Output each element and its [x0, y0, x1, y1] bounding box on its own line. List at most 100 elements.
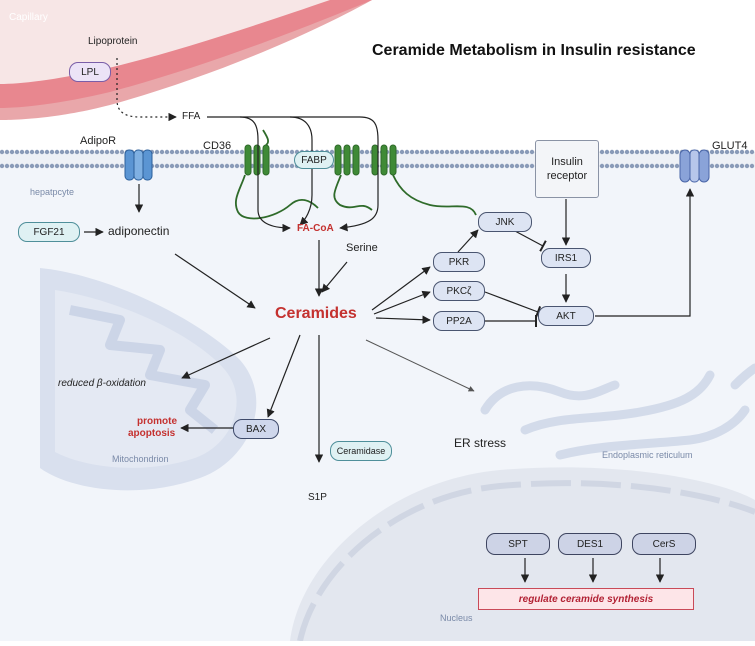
membrane-lipid-head [464, 149, 470, 155]
membrane-lipid-head [239, 163, 245, 169]
bax-node: BAX [233, 419, 279, 439]
membrane-lipid-head [529, 163, 535, 169]
membrane-lipid-head [639, 149, 645, 155]
membrane-lipid-head [439, 163, 445, 169]
membrane-lipid-head [519, 163, 525, 169]
membrane-lipid-head [524, 149, 530, 155]
membrane-lipid-head [29, 163, 35, 169]
membrane-lipid-head [179, 149, 185, 155]
lipoprotein-label: Lipoprotein [88, 36, 138, 47]
membrane-lipid-head [234, 163, 240, 169]
membrane-lipid-head [459, 149, 465, 155]
glut4-transporter-icon [679, 149, 710, 183]
membrane-lipid-head [489, 149, 495, 155]
pp2a-node: PP2A [433, 311, 485, 331]
membrane-lipid-head [659, 163, 665, 169]
membrane-lipid-head [654, 163, 660, 169]
membrane-lipid-head [29, 149, 35, 155]
membrane-lipid-head [499, 149, 505, 155]
ffa-label: FFA [182, 111, 201, 122]
membrane-lipid-head [4, 163, 10, 169]
membrane-lipid-head [274, 149, 280, 155]
membrane-lipid-head [359, 149, 365, 155]
membrane-lipid-head [184, 149, 190, 155]
er-stress-label: ER stress [454, 436, 507, 450]
membrane-lipid-head [364, 149, 370, 155]
membrane-lipid-head [429, 163, 435, 169]
membrane-lipid-head [649, 149, 655, 155]
membrane-lipid-head [364, 163, 370, 169]
membrane-lipid-head [454, 149, 460, 155]
membrane-lipid-head [444, 163, 450, 169]
membrane-lipid-head [114, 149, 120, 155]
membrane-lipid-head [159, 163, 165, 169]
membrane-lipid-head [89, 163, 95, 169]
cers-node: CerS [632, 533, 696, 555]
membrane-lipid-head [599, 163, 605, 169]
fgf21-node: FGF21 [18, 222, 80, 242]
membrane-lipid-head [614, 163, 620, 169]
membrane-lipid-head [619, 163, 625, 169]
membrane-lipid-head [19, 163, 25, 169]
membrane-lipid-head [49, 149, 55, 155]
membrane-lipid-head [109, 163, 115, 169]
membrane-lipid-head [274, 163, 280, 169]
membrane-lipid-head [39, 149, 45, 155]
membrane-lipid-head [424, 149, 430, 155]
membrane-lipid-head [189, 149, 195, 155]
membrane-lipid-head [714, 163, 720, 169]
akt-node: AKT [538, 306, 594, 326]
membrane-lipid-head [89, 149, 95, 155]
membrane-lipid-head [204, 149, 210, 155]
membrane-lipid-head [59, 163, 65, 169]
membrane-lipid-head [224, 149, 230, 155]
membrane-lipid-head [154, 149, 160, 155]
membrane-lipid-head [34, 149, 40, 155]
membrane-lipid-head [619, 149, 625, 155]
insulin-receptor-node: Insulin receptor [535, 140, 599, 198]
membrane-lipid-head [54, 149, 60, 155]
membrane-lipid-head [399, 163, 405, 169]
membrane-lipid-head [74, 149, 80, 155]
membrane-lipid-head [289, 149, 295, 155]
serine-label: Serine [346, 242, 378, 254]
membrane-lipid-head [189, 163, 195, 169]
membrane-lipid-head [209, 163, 215, 169]
membrane-lipid-head [604, 163, 610, 169]
membrane-lipid-head [494, 149, 500, 155]
hepatocyte-label: hepatpcyte [30, 187, 75, 197]
membrane-lipid-head [514, 149, 520, 155]
membrane-lipid-head [464, 163, 470, 169]
membrane-lipid-head [709, 149, 715, 155]
membrane-lipid-head [454, 163, 460, 169]
membrane-lipid-head [104, 149, 110, 155]
membrane-lipid-head [739, 149, 745, 155]
endoplasmic-reticulum [480, 363, 755, 460]
des1-node: DES1 [558, 533, 622, 555]
membrane-lipid-head [609, 149, 615, 155]
membrane-lipid-head [734, 149, 740, 155]
membrane-lipid-head [429, 149, 435, 155]
membrane-lipid-head [489, 163, 495, 169]
membrane-lipid-head [49, 163, 55, 169]
membrane-lipid-head [119, 149, 125, 155]
membrane-lipid-head [494, 163, 500, 169]
membrane-lipid-head [669, 149, 675, 155]
membrane-lipid-head [74, 163, 80, 169]
capillary-label: Capillary [9, 12, 48, 23]
membrane-lipid-head [444, 149, 450, 155]
promote-apoptosis-label-line2: apoptosis [128, 428, 176, 439]
membrane-lipid-head [409, 149, 415, 155]
membrane-lipid-head [0, 163, 5, 169]
membrane-lipid-head [269, 149, 275, 155]
er-label: Endoplasmic reticulum [602, 450, 693, 460]
membrane-lipid-head [424, 163, 430, 169]
membrane-lipid-head [159, 149, 165, 155]
membrane-lipid-head [99, 149, 105, 155]
membrane-lipid-head [79, 163, 85, 169]
membrane-lipid-head [109, 149, 115, 155]
membrane-lipid-head [749, 163, 755, 169]
membrane-lipid-head [414, 149, 420, 155]
dotted-arrow-icon [116, 58, 177, 122]
